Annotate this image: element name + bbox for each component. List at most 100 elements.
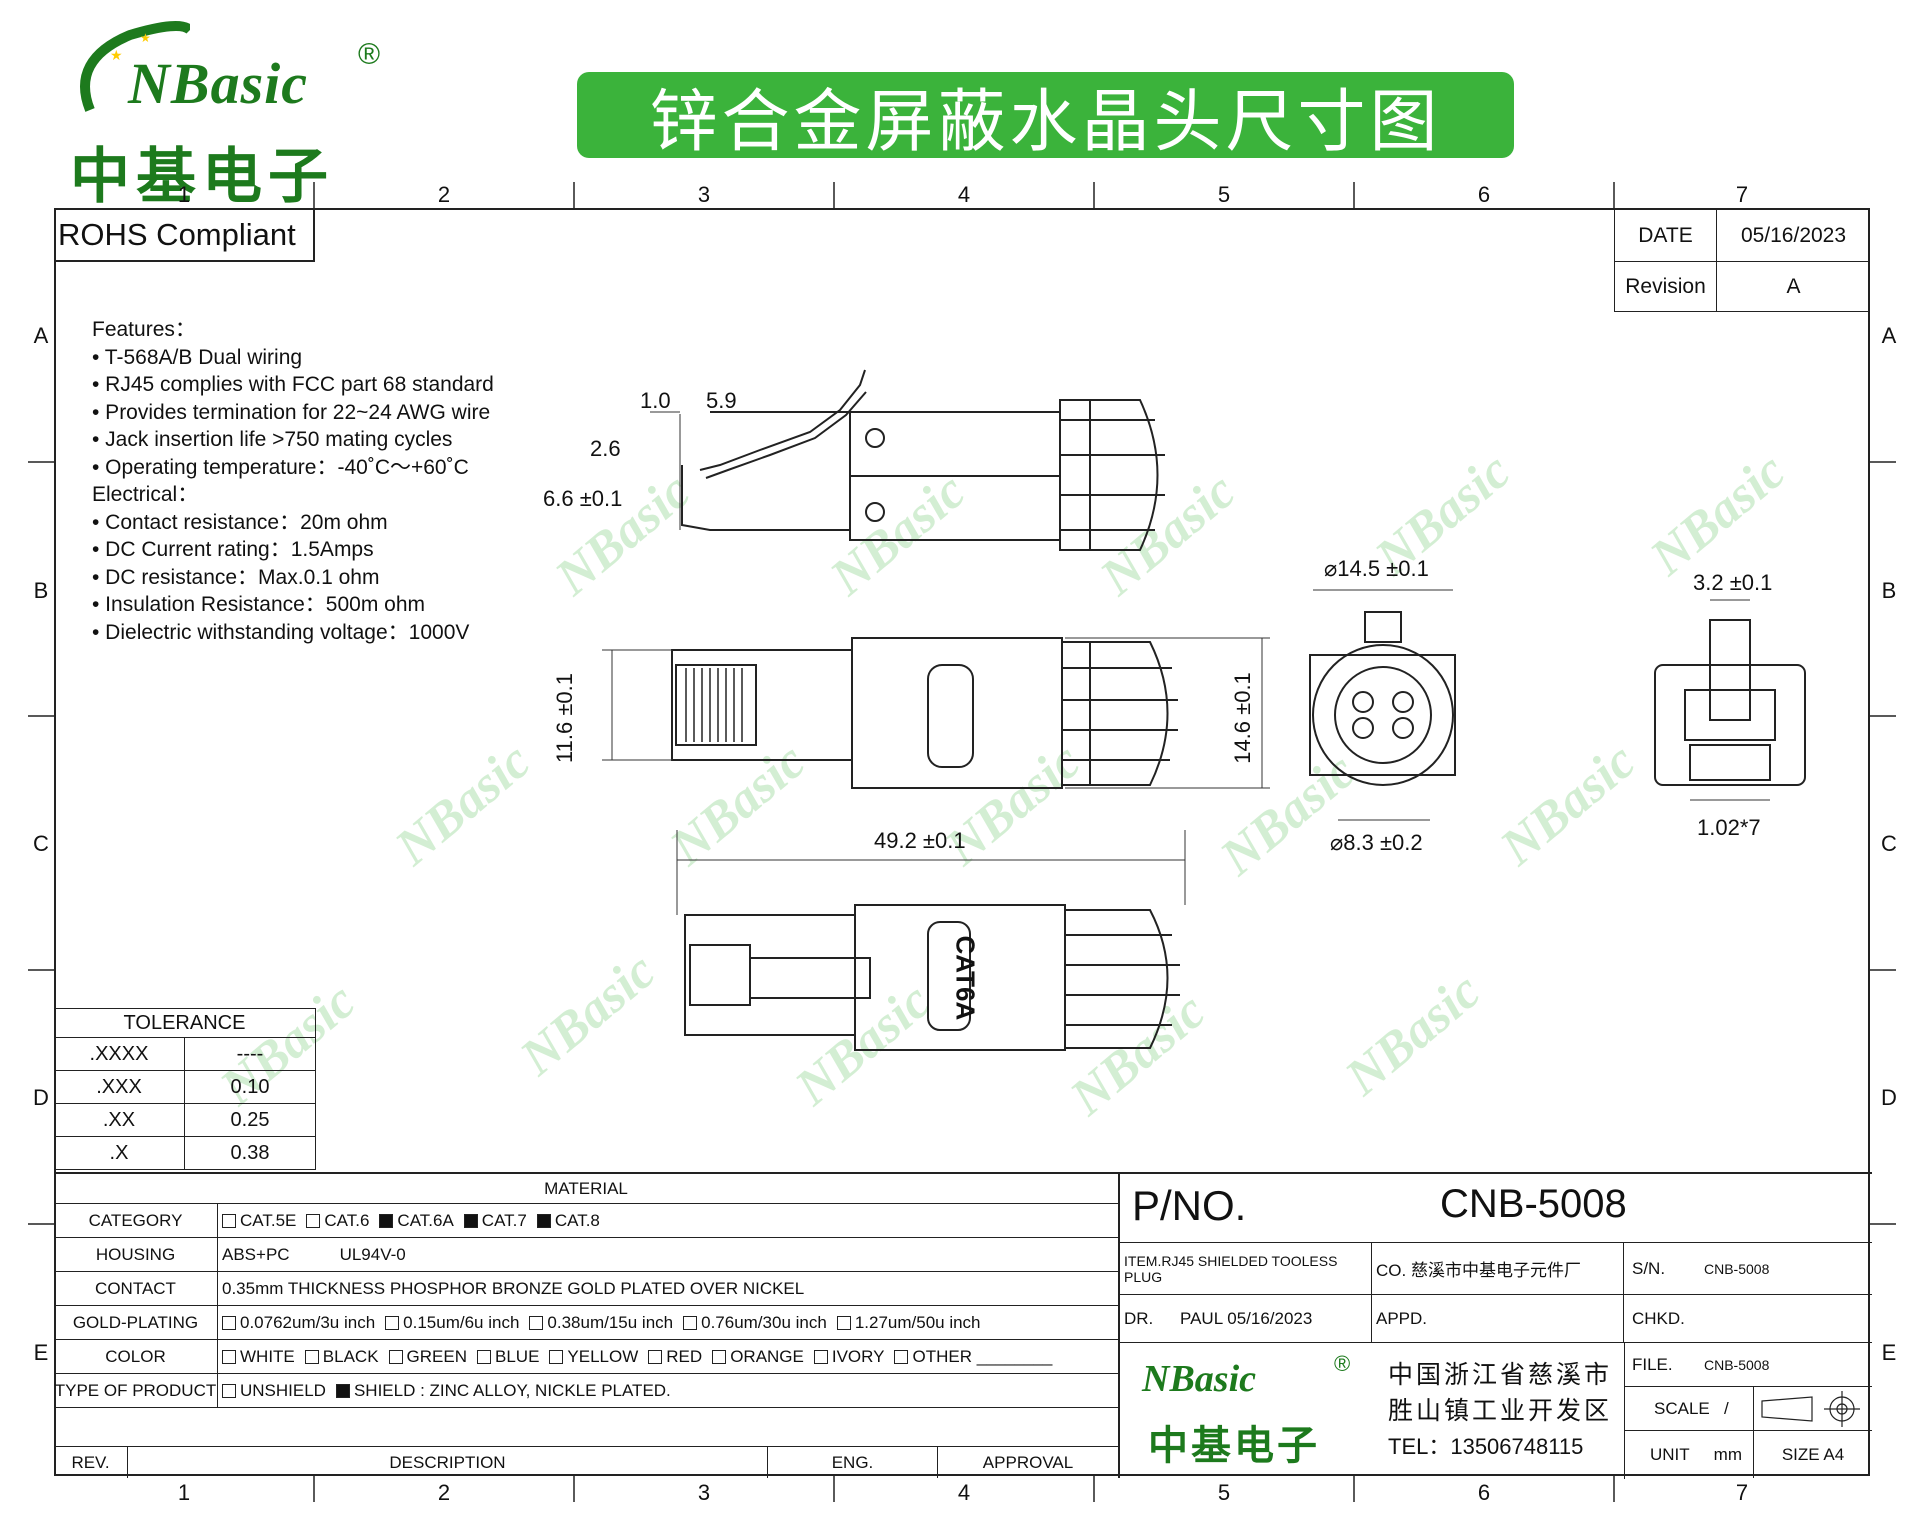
category-option[interactable]: CAT.6A xyxy=(379,1211,454,1231)
approval-header: APPROVAL xyxy=(938,1446,1118,1478)
paper-size: SIZE A4 xyxy=(1754,1430,1872,1478)
row-letter-left: A xyxy=(33,323,49,348)
color-option[interactable]: BLACK xyxy=(304,1346,379,1367)
category-option[interactable]: CAT.5E xyxy=(222,1211,296,1231)
rohs-label: ROHS Compliant xyxy=(54,210,315,262)
checkbox-icon[interactable] xyxy=(894,1349,909,1364)
category-option-label: CAT.5E xyxy=(240,1210,297,1230)
checkbox-icon[interactable] xyxy=(712,1349,727,1364)
dim-2-6: 2.6 xyxy=(590,436,621,461)
color-option-label: BLACK xyxy=(322,1346,379,1366)
checkbox-icon[interactable] xyxy=(388,1349,403,1364)
logo-swoosh-icon: ★ ★ xyxy=(80,21,190,112)
color-option[interactable]: OTHER ________ xyxy=(894,1347,1052,1367)
product-type-option-label: UNSHIELD xyxy=(240,1380,326,1400)
gold-plating-option[interactable]: 0.15um/6u inch xyxy=(385,1313,519,1333)
color-option[interactable]: IVORY xyxy=(813,1347,884,1367)
revision-label: Revision xyxy=(1614,262,1716,312)
checkbox-icon[interactable] xyxy=(529,1315,544,1330)
feature-line: • RJ45 complies with FCC part 68 standar… xyxy=(92,373,494,396)
column-number-top: 4 xyxy=(957,182,971,207)
sn-label: S/N. xyxy=(1624,1242,1704,1294)
category-option-label: CAT.6 xyxy=(324,1210,370,1230)
svg-text:★: ★ xyxy=(140,31,151,45)
drawn-value: PAUL 05/16/2023 xyxy=(1180,1294,1372,1342)
checkbox-icon[interactable] xyxy=(836,1315,851,1330)
gold-plating-option-label: 0.15um/6u inch xyxy=(403,1312,520,1332)
material-header: MATERIAL xyxy=(54,1174,1118,1204)
color-option[interactable]: GREEN xyxy=(388,1346,467,1367)
checkbox-icon[interactable] xyxy=(222,1383,236,1398)
row-letter-right: D xyxy=(1881,1085,1897,1110)
date-label: DATE xyxy=(1614,210,1716,262)
checkbox-icon[interactable] xyxy=(306,1213,321,1228)
feature-line: • Operating temperature：-40˚C～+60˚C xyxy=(92,455,469,479)
company-info: NBasic ® 中基电子 中国浙江省慈溪市 胜山镇工业开发区 TEL：1350… xyxy=(1120,1342,1625,1479)
date-value: 05/16/2023 xyxy=(1716,210,1870,262)
gold-plating-option[interactable]: 0.0762um/3u inch xyxy=(222,1313,375,1333)
checkbox-icon[interactable] xyxy=(379,1213,394,1228)
column-number-top: 6 xyxy=(1477,182,1491,207)
dim-5-9: 5.9 xyxy=(706,388,737,413)
housing-label: HOUSING xyxy=(54,1238,218,1272)
checkbox-icon[interactable] xyxy=(477,1349,491,1364)
color-option[interactable]: RED xyxy=(648,1347,702,1367)
checkbox-icon[interactable] xyxy=(385,1315,400,1330)
color-option[interactable]: BLUE xyxy=(477,1347,539,1367)
unit-value: mm xyxy=(1713,1444,1742,1464)
gold-plating-label: GOLD-PLATING xyxy=(54,1306,218,1340)
gold-plating-option[interactable]: 0.76um/30u inch xyxy=(683,1313,827,1333)
tolerance-precision: .XXXX xyxy=(54,1038,185,1071)
dim-49-2: 49.2 ±0.1 xyxy=(874,828,966,853)
category-label: CATEGORY xyxy=(54,1204,218,1238)
features-list: Features：• T-568A/B Dual wiring• RJ45 co… xyxy=(92,316,494,646)
color-label: COLOR xyxy=(54,1340,218,1374)
contact-label: CONTACT xyxy=(54,1272,218,1306)
color-option[interactable]: ORANGE xyxy=(712,1347,804,1367)
unit-label: UNIT xyxy=(1650,1444,1690,1464)
description-header: DESCRIPTION xyxy=(128,1446,768,1478)
dim-1-0: 1.0 xyxy=(640,388,671,413)
checkbox-icon[interactable] xyxy=(813,1349,828,1364)
category-value: CAT.5E CAT.6 CAT.6A CAT.7 CAT.8 xyxy=(218,1204,1118,1238)
color-option-label: GREEN xyxy=(406,1346,467,1366)
checkbox-icon[interactable] xyxy=(222,1213,236,1228)
category-option[interactable]: CAT.6 xyxy=(306,1211,369,1231)
checkbox-icon[interactable] xyxy=(304,1349,319,1364)
category-option[interactable]: CAT.8 xyxy=(536,1211,600,1231)
gold-plating-option[interactable]: 1.27um/50u inch xyxy=(836,1313,981,1333)
tolerance-precision: .XXX xyxy=(54,1071,185,1104)
product-type-option[interactable]: UNSHIELD xyxy=(222,1381,326,1401)
checkbox-icon[interactable] xyxy=(683,1315,698,1330)
checkbox-icon[interactable] xyxy=(335,1383,350,1398)
column-number-top: 3 xyxy=(697,182,711,207)
unit-cell: UNIT mm xyxy=(1624,1430,1754,1478)
product-type-option[interactable]: SHIELD : ZINC ALLOY, NICKLE PLATED. xyxy=(335,1381,671,1401)
color-option[interactable]: YELLOW xyxy=(549,1347,638,1367)
checkbox-icon[interactable] xyxy=(463,1213,478,1228)
color-option[interactable]: WHITE xyxy=(222,1347,295,1367)
checkbox-icon[interactable] xyxy=(222,1349,236,1364)
gold-plating-option-label: 0.0762um/3u inch xyxy=(240,1312,376,1332)
column-number-bottom: 4 xyxy=(957,1480,971,1505)
rear-view-drawing xyxy=(1654,619,1806,786)
checkbox-icon[interactable] xyxy=(222,1315,236,1330)
product-type-label: TYPE OF PRODUCT xyxy=(54,1374,218,1408)
projection-symbol-icon xyxy=(1754,1386,1872,1431)
tolerance-title: TOLERANCE xyxy=(54,1008,316,1038)
column-number-bottom: 2 xyxy=(437,1480,451,1505)
dim-3-2: 3.2 ±0.1 xyxy=(1693,570,1773,595)
feature-line: • T-568A/B Dual wiring xyxy=(92,345,303,369)
checkbox-icon[interactable] xyxy=(648,1349,663,1364)
checkbox-icon[interactable] xyxy=(536,1213,551,1228)
category-option[interactable]: CAT.7 xyxy=(463,1211,527,1231)
logo-chinese-name: 中基电子 xyxy=(70,142,334,212)
eng-header: ENG. xyxy=(768,1446,938,1478)
gold-plating-option[interactable]: 0.38um/15u inch xyxy=(529,1313,673,1333)
checkbox-icon[interactable] xyxy=(549,1349,564,1364)
file-value: CNB-5008 xyxy=(1704,1342,1872,1386)
